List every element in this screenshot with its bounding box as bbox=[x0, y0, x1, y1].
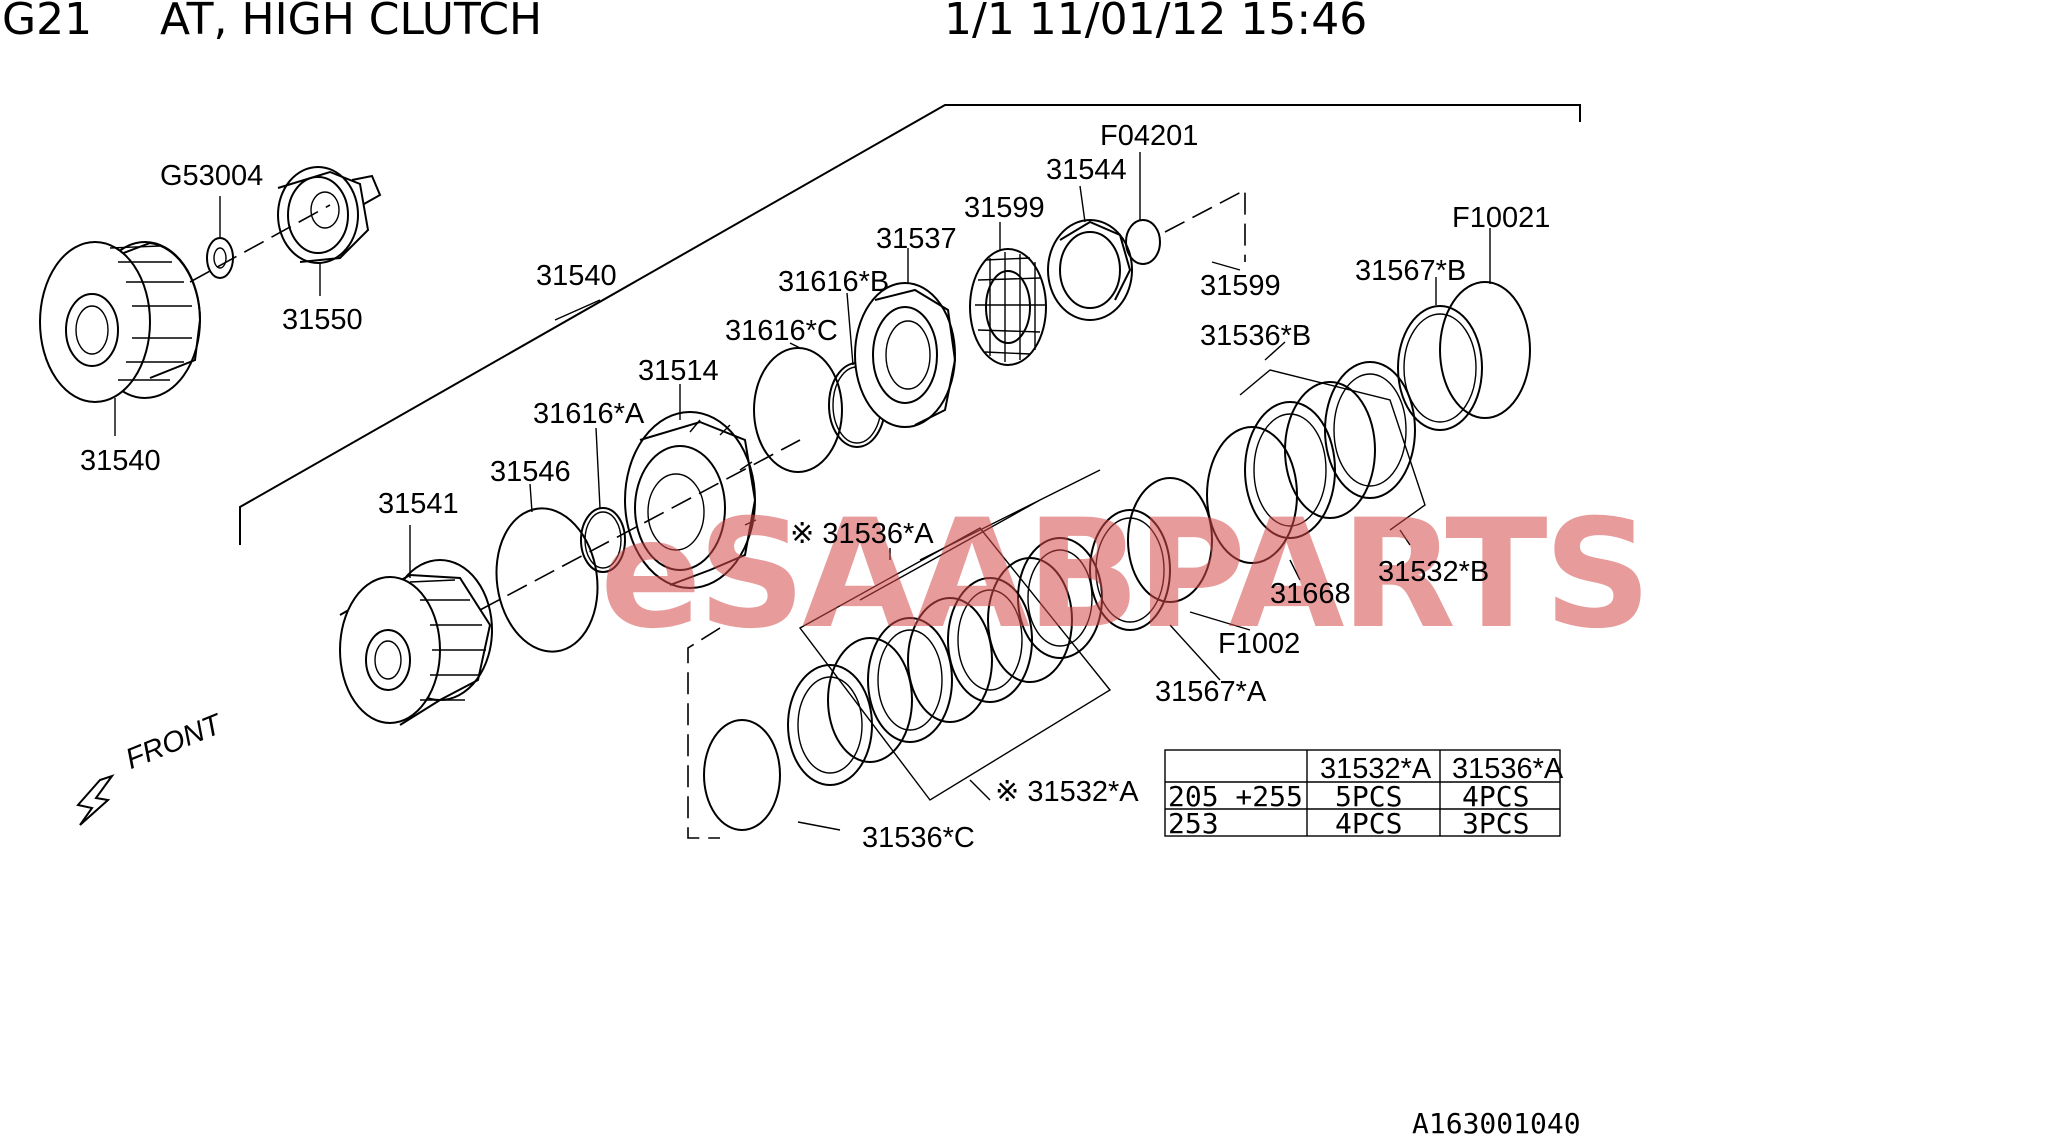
washer-g53004 bbox=[206, 237, 234, 279]
callout-31616b: 31616*B bbox=[778, 266, 890, 298]
callout-31546: 31546 bbox=[490, 456, 571, 488]
watermark: eSAABPARTS bbox=[600, 488, 1652, 662]
callout-f1002: F1002 bbox=[1218, 628, 1301, 660]
plate-31567a bbox=[1089, 509, 1171, 631]
callout-31532a: ※ 31532*A bbox=[995, 776, 1139, 808]
drum-31541 bbox=[339, 559, 493, 726]
seal-ring-31546 bbox=[495, 507, 599, 653]
qty-table-cell-r2c2: 3PCS bbox=[1462, 807, 1530, 840]
qty-table-header-31532a: 31532*A bbox=[1320, 753, 1432, 785]
callout-f04201: F04201 bbox=[1100, 120, 1199, 152]
qty-table-header-31536a: 31536*A bbox=[1452, 753, 1564, 785]
callout-31541: 31541 bbox=[378, 488, 459, 520]
qty-table-cell-r2c1: 4PCS bbox=[1335, 807, 1403, 840]
callout-31567b: 31567*B bbox=[1355, 255, 1467, 287]
plate-31567b bbox=[1397, 305, 1483, 431]
callout-31616c: 31616*C bbox=[725, 315, 838, 347]
assembly-bracket bbox=[239, 104, 1581, 545]
callout-31567a: 31567*A bbox=[1155, 676, 1267, 708]
callout-31668: 31668 bbox=[1270, 578, 1351, 610]
callout-31536c: 31536*C bbox=[862, 822, 975, 854]
clutch-plate-stack-a bbox=[703, 537, 1103, 831]
snap-ring-f1002 bbox=[1127, 477, 1213, 603]
callout-31599-top: 31599 bbox=[964, 192, 1045, 224]
qty-table-cell-r1c1: 5PCS bbox=[1335, 780, 1403, 813]
snap-ring-f10021 bbox=[1439, 281, 1531, 419]
qty-table-cell-r1c0: 205 +255 bbox=[1168, 780, 1303, 813]
callout-31540-bottom: 31540 bbox=[80, 445, 161, 477]
piston-31537 bbox=[854, 282, 957, 428]
qty-table-cell-r2c0: 253 bbox=[1168, 807, 1219, 840]
snap-ring-f04201 bbox=[1125, 219, 1161, 265]
seal-ring-31616c bbox=[753, 347, 843, 473]
seal-ring-31616a bbox=[580, 507, 626, 573]
pack-frame-31536b bbox=[1239, 369, 1426, 531]
callout-g53004: G53004 bbox=[160, 160, 264, 192]
drum-31540 bbox=[39, 241, 202, 403]
clutch-plate-stack-b bbox=[1244, 361, 1416, 539]
callout-31540-top: 31540 bbox=[536, 260, 617, 292]
pack-frame-31536a bbox=[798, 527, 1112, 801]
callout-31532b: 31532*B bbox=[1378, 556, 1490, 588]
callout-31536a: ※ 31536*A bbox=[790, 518, 934, 550]
qty-table-cell-r1c2: 4PCS bbox=[1462, 780, 1530, 813]
diagram-code: G21 bbox=[2, 0, 93, 45]
housing-31514 bbox=[624, 411, 757, 589]
cover-31544 bbox=[1047, 219, 1133, 321]
leader-lines bbox=[114, 152, 1491, 831]
spring-retainer-31599 bbox=[969, 248, 1047, 366]
callout-31616a: 31616*A bbox=[533, 398, 645, 430]
callout-31544: 31544 bbox=[1046, 154, 1127, 186]
page-date: 1/1 11/01/12 15:46 bbox=[944, 0, 1368, 45]
diagram-title: AT, HIGH CLUTCH bbox=[160, 0, 543, 45]
qty-table-grid bbox=[1164, 749, 1561, 837]
callout-31550: 31550 bbox=[282, 304, 363, 336]
front-arrow-icon bbox=[76, 774, 115, 826]
hub-31550 bbox=[277, 166, 382, 264]
callout-31536b: 31536*B bbox=[1200, 320, 1312, 352]
footer-code: A163001040 bbox=[1412, 1107, 1581, 1140]
callout-31514: 31514 bbox=[638, 355, 719, 387]
callout-f10021: F10021 bbox=[1452, 202, 1551, 234]
callout-31599-right: 31599 bbox=[1200, 270, 1281, 302]
callout-31537: 31537 bbox=[876, 223, 957, 255]
